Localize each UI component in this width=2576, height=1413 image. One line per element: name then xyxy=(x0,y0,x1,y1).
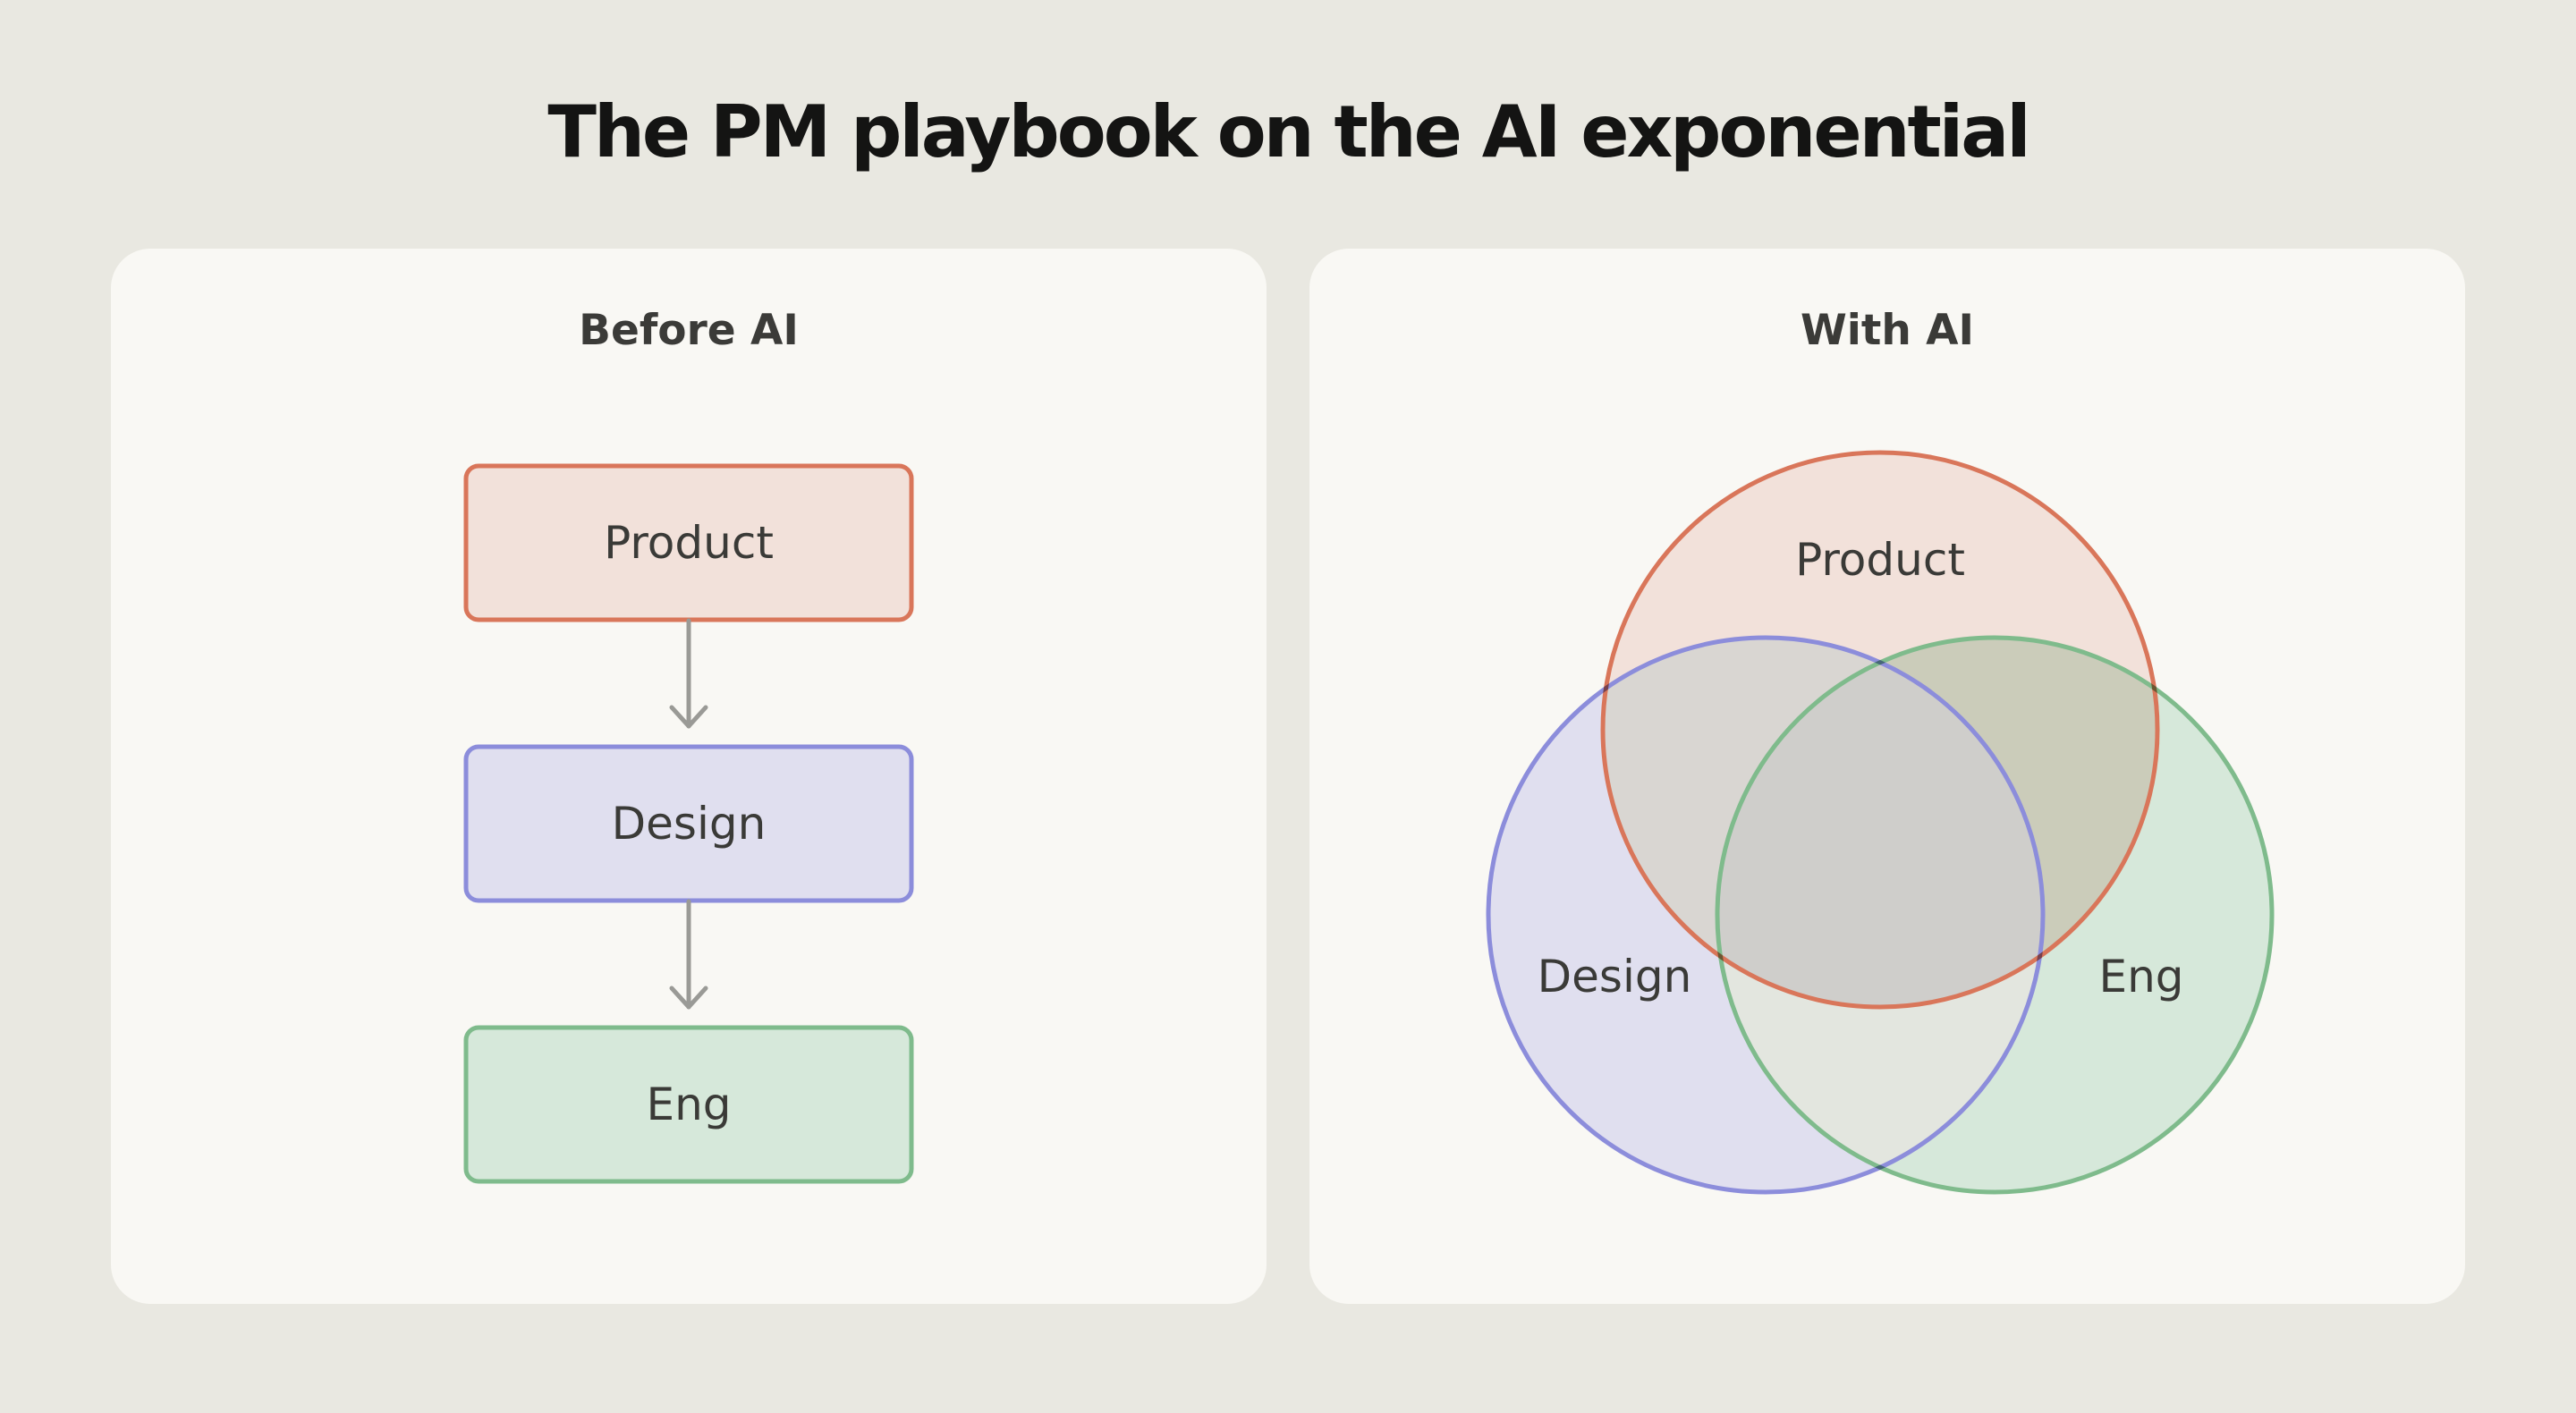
venn-fills xyxy=(1488,453,2272,1192)
venn-outline-eng xyxy=(1715,635,2275,1195)
before-ai-panel: Before AI Product Design Eng xyxy=(111,249,1267,1304)
page-title: The PM playbook on the AI exponential xyxy=(547,90,2030,173)
venn-outline-product xyxy=(1600,450,2160,1010)
flow-step-eng-label: Eng xyxy=(646,1079,731,1130)
venn-label-eng: Eng xyxy=(2098,951,2183,1003)
venn-label-product: Product xyxy=(1795,534,1965,586)
flow-step-eng-box xyxy=(463,1025,914,1184)
flow-arrow-1 xyxy=(669,618,708,729)
venn-diagram: Product Design Eng xyxy=(1486,450,2275,1195)
flow-step-product-label: Product xyxy=(604,517,774,569)
flow-arrow-2 xyxy=(669,899,708,1010)
with-ai-panel: With AI xyxy=(1309,249,2465,1304)
flow-step-product: Product xyxy=(463,463,914,622)
venn-outlines xyxy=(1486,450,2275,1195)
flow-step-design: Design xyxy=(463,744,914,903)
venn-label-design: Design xyxy=(1538,951,1692,1003)
flow-diagram: Product Design Eng xyxy=(463,463,914,1184)
venn-outline-design xyxy=(1486,635,2046,1195)
flow-step-design-label: Design xyxy=(612,798,767,850)
with-ai-heading: With AI xyxy=(1800,306,1975,355)
before-ai-heading: Before AI xyxy=(579,306,799,355)
flow-step-eng: Eng xyxy=(463,1025,914,1184)
